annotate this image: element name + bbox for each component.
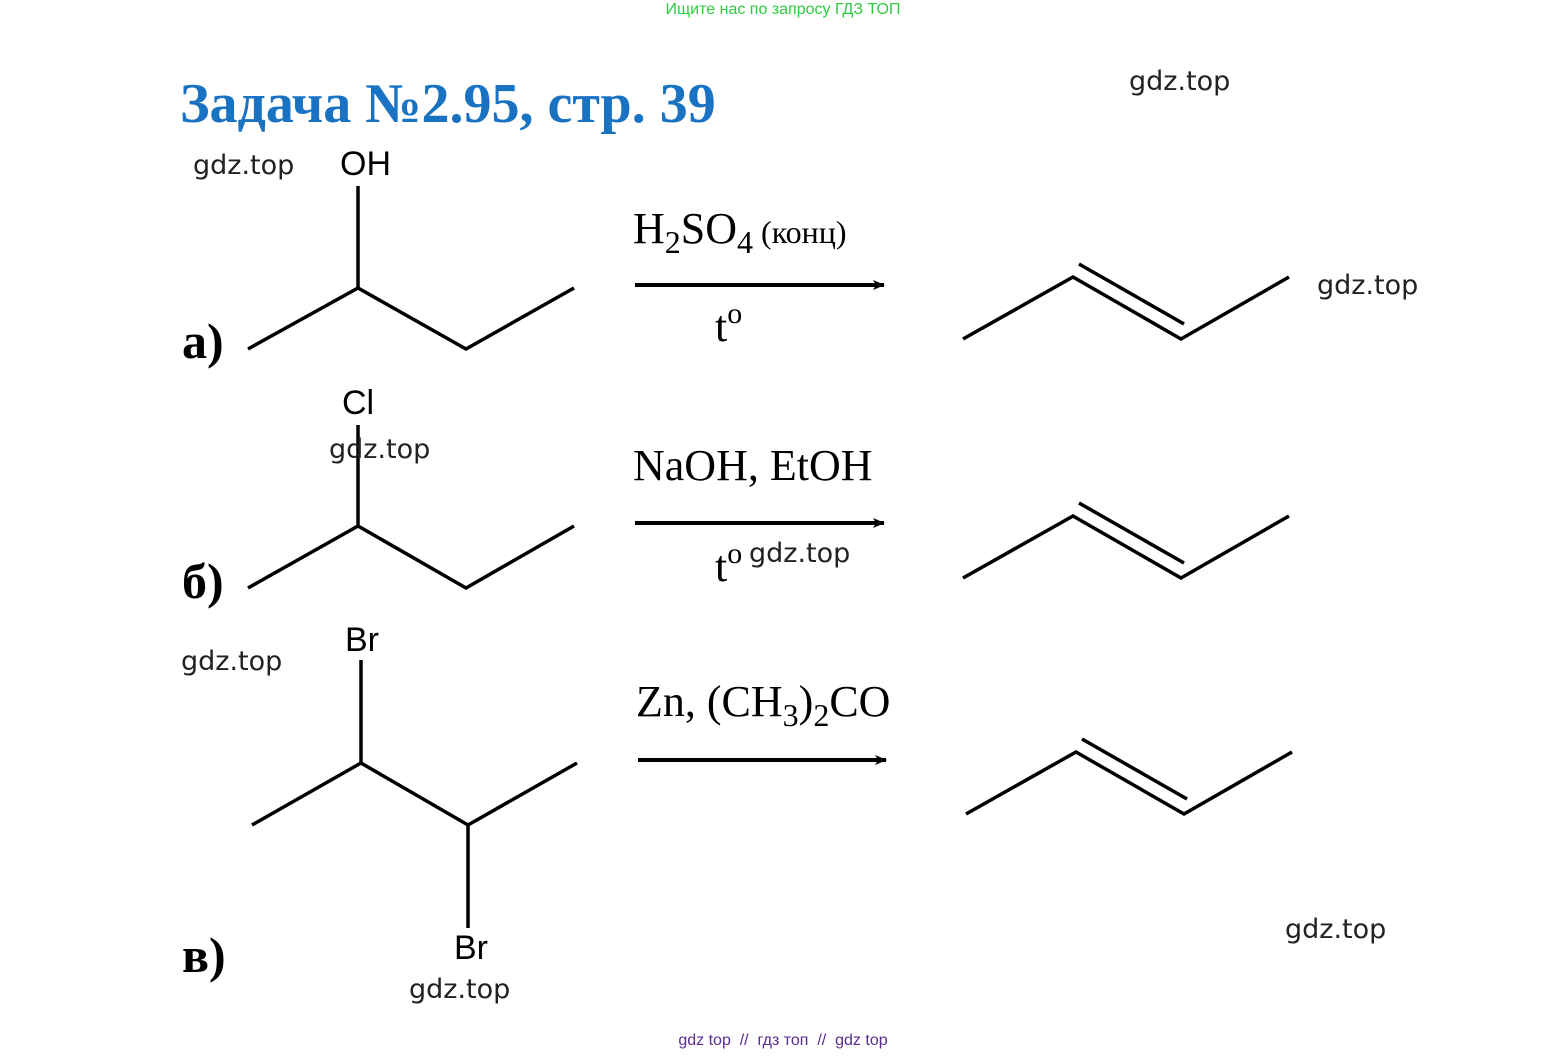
substituent-oh: OH [340, 145, 391, 183]
substituent-br-top: Br [345, 621, 379, 659]
watermark: gdz.top [749, 538, 851, 569]
watermark: gdz.top [409, 974, 511, 1005]
part-label-b: б) [182, 553, 224, 609]
footer-links: gdz top // гдз топ // gdz top [678, 1032, 888, 1049]
reagent-c: Zn, (CH3)2CO [636, 677, 891, 733]
top-banner: Ищите нас по запросу ГДЗ ТОП [665, 1, 901, 18]
product-skeleton-a [962, 274, 1290, 342]
part-label-a: а) [182, 313, 224, 369]
product-skeleton-b [962, 513, 1290, 581]
double-bond-c [1081, 737, 1188, 801]
product-skeleton-c [965, 749, 1293, 817]
part-label-c: в) [182, 927, 226, 983]
watermark: gdz.top [329, 434, 431, 465]
substituent-br-bottom: Br [454, 929, 488, 967]
watermark: gdz.top [181, 646, 283, 677]
reactant-skeleton-c [251, 760, 578, 828]
double-bond-b [1078, 501, 1185, 565]
condition-a: to [715, 297, 743, 351]
watermark: gdz.top [1129, 66, 1231, 97]
double-bond-a [1078, 262, 1185, 326]
reactant-skeleton-b [247, 523, 575, 591]
reagent-b: NaOH, EtOH [633, 441, 873, 490]
reagent-a: H2SO4 (конц) [633, 204, 847, 260]
reactant-skeleton-a [247, 285, 575, 352]
watermark: gdz.top [1317, 270, 1419, 301]
watermark: gdz.top [1285, 914, 1387, 945]
page-title: Задача №2.95, стр. 39 [180, 73, 716, 135]
condition-b: to [715, 537, 743, 591]
watermark: gdz.top [193, 150, 295, 181]
substituent-cl: Cl [342, 384, 375, 422]
